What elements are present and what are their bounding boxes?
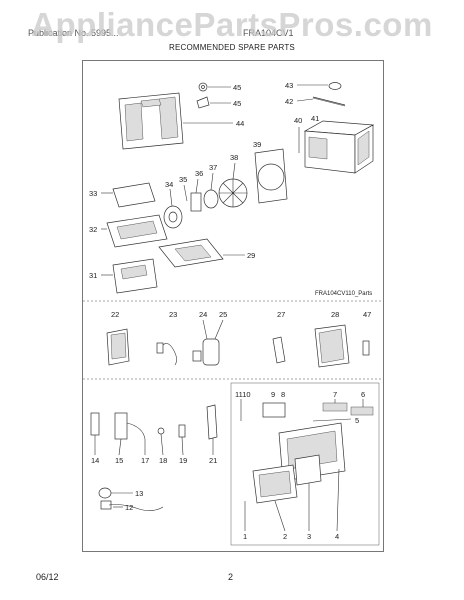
parts-diagram: 44 45 45 43 42 41 [83,81,383,546]
page-title: RECOMMENDED SPARE PARTS [169,43,295,52]
part-number-41: 41 [311,114,319,123]
part-cabinet [303,120,375,174]
part-number-33: 33 [89,189,97,198]
part-knob [196,82,210,109]
part-condenser-fan [218,178,248,208]
part-number-28: 28 [331,310,339,319]
part-number-1: 1 [243,532,247,541]
part-number-8: 8 [281,390,285,399]
parts-diagram-sheet: 44 45 45 43 42 41 [82,60,384,552]
part-number-24: 24 [199,310,207,319]
publication-number: Publication No. 5995... [28,28,119,38]
part-blower-wheel [163,205,183,229]
part-control-board [114,412,128,440]
part-thermistor [362,340,370,356]
part-number-43: 43 [285,81,293,90]
part-number-19: 19 [179,456,187,465]
part-cap [328,82,342,90]
part-screws [312,418,352,422]
part-number-45-knob: 45 [233,83,241,92]
part-door [206,404,218,440]
part-number-31: 31 [89,271,97,280]
part-number-38: 38 [230,153,238,162]
part-number-22: 22 [111,310,119,319]
part-number-44: 44 [236,119,244,128]
part-number-35: 35 [179,175,187,184]
part-number-1110: 1110 [235,390,251,399]
part-condenser [314,324,350,368]
part-capillary-tube [156,342,177,366]
part-remote-sensor [157,427,165,435]
part-number-7: 7 [333,390,337,399]
part-switch [178,424,186,438]
footer-date: 06/12 [36,572,59,582]
part-number-4: 4 [335,532,339,541]
part-number-45-bracket: 45 [233,99,241,108]
part-number-17: 17 [141,456,149,465]
part-number-34: 34 [165,180,173,189]
part-drain-tube [312,96,346,107]
part-motor-mount [190,192,202,212]
part-number-5: 5 [355,416,359,425]
part-duct-bracket [112,182,156,208]
part-front-grille [252,422,346,504]
part-number-32: 32 [89,225,97,234]
part-number-25: 25 [219,310,227,319]
part-number-18: 18 [159,456,167,465]
part-number-15: 15 [115,456,123,465]
part-compressor [192,338,220,366]
part-number-40: 40 [294,116,302,125]
part-control-panel [262,402,286,418]
part-fan-motor [203,189,219,209]
part-drain-tray [158,238,224,268]
part-number-12: 12 [125,503,133,512]
part-number-29: 29 [247,251,255,260]
part-number-6: 6 [361,390,365,399]
model-number: FRA104CV1 [243,28,294,38]
part-number-23: 23 [169,310,177,319]
part-heater [272,336,286,364]
part-number-2: 2 [283,532,287,541]
part-power-cord-plug [98,487,164,511]
watermark: AppliancePartsPros.com [31,6,433,43]
part-louver-set [322,402,374,416]
part-number-36: 36 [195,169,203,178]
footer-page-number: 2 [228,572,234,582]
part-number-27: 27 [277,310,285,319]
part-number-14: 14 [91,456,99,465]
part-number-13: 13 [135,489,143,498]
part-number-37: 37 [209,163,217,172]
part-number-39: 39 [253,140,261,149]
part-number-9: 9 [271,390,275,399]
part-base-pan [106,214,168,248]
part-evaporator [106,328,130,366]
part-number-42: 42 [285,97,293,106]
part-fan-shroud [254,148,288,204]
model-label: FRA104CV110_Parts [315,291,372,297]
part-number-21: 21 [209,456,217,465]
part-number-3: 3 [307,532,311,541]
part-control-board-small [90,412,100,436]
part-front-frame [118,92,184,150]
part-control-box [112,258,158,294]
part-number-47: 47 [363,310,371,319]
